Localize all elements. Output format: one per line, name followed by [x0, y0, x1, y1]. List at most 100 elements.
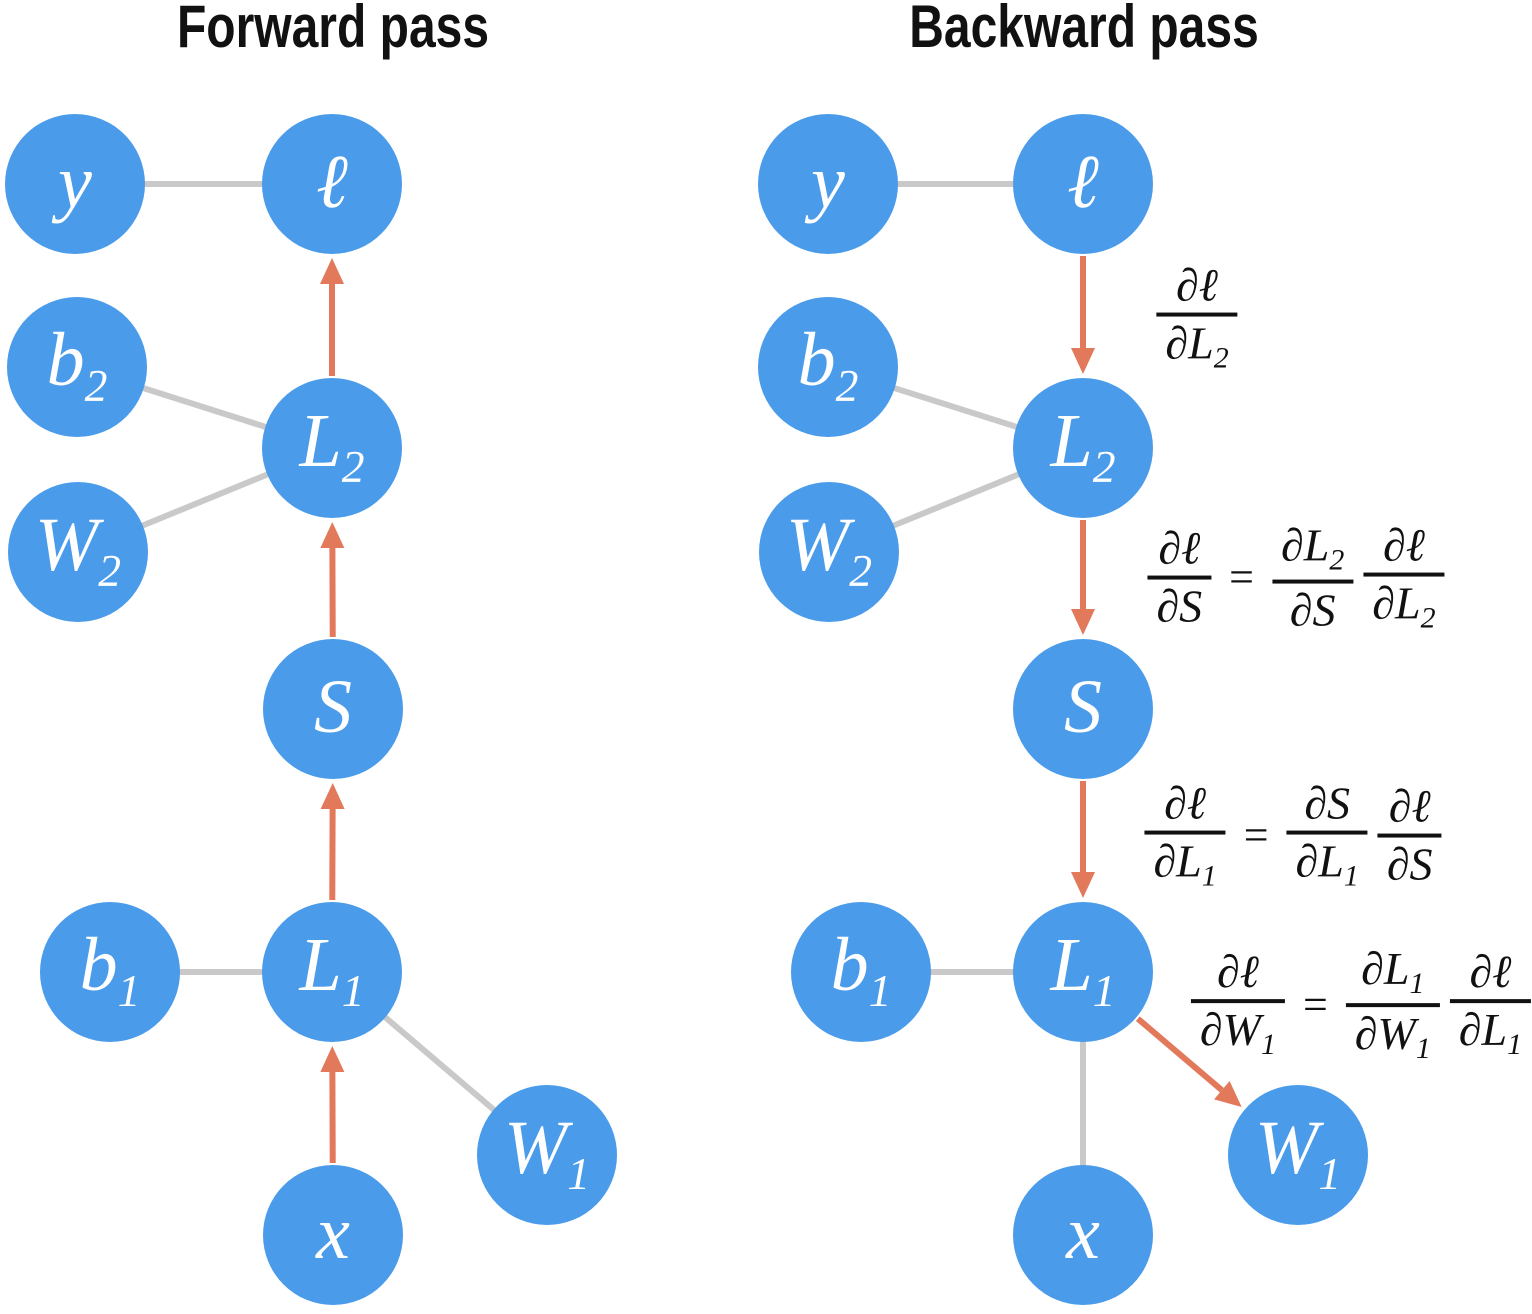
math-term: ∂L: [1361, 943, 1410, 995]
node-label-main: y: [811, 140, 845, 224]
fraction: ∂ℓ∂L1: [1144, 777, 1226, 896]
formula-dl_dL2: ∂ℓ ∂L2: [1156, 259, 1238, 378]
equals-sign: =: [1243, 811, 1269, 860]
equals-sign: =: [1302, 980, 1328, 1029]
node-label: b1: [831, 927, 892, 1014]
fraction-bar: [1363, 572, 1445, 577]
node-forward-x: x: [263, 1165, 403, 1305]
node-backward-b1: b1: [791, 902, 931, 1042]
fraction-numerator: ∂S: [1295, 777, 1359, 831]
node-label: S: [314, 669, 352, 745]
arrowhead-x-L1-forward: [320, 1045, 345, 1073]
math-term: ∂ℓ: [1388, 781, 1431, 832]
node-label: ℓ: [1067, 144, 1099, 220]
equals-sign: =: [1229, 553, 1254, 602]
fraction-numerator: ∂ℓ: [1460, 946, 1520, 1000]
node-label: y: [811, 144, 845, 220]
fraction-denominator: ∂S: [1147, 580, 1211, 634]
fraction-denominator: ∂S: [1378, 838, 1442, 892]
node-label-main: b: [79, 922, 118, 1007]
node-label-main: L: [1050, 398, 1093, 483]
math-term: ∂S: [1386, 839, 1433, 890]
math-term: ∂L: [1295, 835, 1344, 887]
backward-pass-title: Backward pass: [866, 0, 1303, 60]
math-term-subscript: 1: [1415, 1031, 1431, 1065]
fraction-numerator: ∂ℓ: [1149, 522, 1209, 576]
node-label: W2: [35, 507, 121, 594]
formula-dl_dL1: ∂ℓ∂L1=∂S∂L1∂ℓ∂S: [1144, 777, 1442, 896]
node-label-main: L: [1050, 922, 1093, 1007]
math-term-subscript: 1: [1260, 1028, 1276, 1062]
fraction-bar: [1286, 830, 1368, 835]
fraction: ∂ℓ ∂S: [1377, 780, 1442, 892]
node-label-main: W: [785, 502, 850, 587]
arrowhead-L2-S-backward: [1071, 609, 1095, 635]
math-term: ∂W: [1199, 1004, 1261, 1056]
node-forward-S: S: [263, 639, 403, 779]
fraction: ∂ℓ∂L1: [1449, 946, 1532, 1065]
math-term-subscript: 1: [1201, 859, 1217, 893]
node-label-subscript: 2: [1092, 440, 1116, 492]
node-forward-b1: b1: [40, 902, 180, 1042]
math-term: ∂ℓ: [1469, 946, 1512, 998]
math-term-subscript: 2: [1213, 341, 1229, 375]
arrowhead-L1-W1-backward: [1214, 1081, 1242, 1108]
node-backward-y: y: [758, 114, 898, 254]
node-label: x: [1066, 1195, 1100, 1271]
node-backward-L1: L1: [1013, 902, 1153, 1042]
node-label-subscript: 1: [868, 964, 892, 1016]
fraction-denominator: ∂L2: [1156, 317, 1237, 378]
node-label-main: S: [1064, 665, 1102, 749]
fraction-numerator: ∂ℓ: [1380, 780, 1440, 834]
arrowhead-L2-l-forward: [320, 258, 344, 284]
math-term-subscript: 2: [1420, 601, 1436, 635]
fraction: ∂ℓ ∂W1: [1190, 946, 1285, 1065]
fraction: ∂ℓ ∂S: [1147, 522, 1212, 634]
fraction-denominator: ∂L2: [1363, 577, 1444, 638]
fraction-denominator: ∂S: [1281, 583, 1345, 637]
fraction-bar: [1147, 576, 1212, 580]
node-backward-b2: b2: [758, 297, 898, 437]
node-forward-y: y: [5, 114, 145, 254]
fraction-bar: [1345, 1003, 1440, 1007]
node-label-main: b: [797, 317, 836, 402]
node-label-subscript: 2: [849, 544, 873, 596]
node-label: x: [316, 1195, 350, 1271]
math-term: ∂ℓ: [1158, 523, 1201, 574]
backward-pass-title-text: Backward pass: [909, 0, 1259, 60]
fraction: ∂L2∂S: [1272, 519, 1354, 638]
node-backward-W1: W1: [1228, 1085, 1368, 1225]
math-term: ∂L: [1372, 577, 1421, 629]
forward-pass-title-text: Forward pass: [176, 0, 490, 60]
node-label-subscript: 2: [341, 440, 365, 492]
fraction-numerator: ∂ℓ: [1167, 259, 1227, 313]
node-backward-L2: L2: [1013, 378, 1153, 518]
math-term: ∂L: [1458, 1004, 1508, 1056]
node-label-subscript: 1: [1092, 964, 1116, 1016]
fraction-numerator: ∂L2: [1272, 519, 1353, 580]
math-term: ∂ℓ: [1164, 777, 1207, 829]
node-label: W2: [786, 507, 872, 594]
fraction: ∂ℓ ∂L2: [1156, 259, 1238, 378]
forward-pass-title: Forward pass: [138, 0, 528, 60]
node-label-subscript: 1: [341, 964, 365, 1016]
arrowhead-S-L2-forward: [320, 521, 345, 549]
math-term: ∂ℓ: [1176, 259, 1218, 311]
fraction-numerator: ∂ℓ: [1155, 777, 1215, 831]
math-term: ∂L: [1281, 519, 1330, 571]
arrow-L1-W1-backward: [1135, 1016, 1224, 1093]
fraction-bar: [1272, 579, 1354, 584]
node-label-main: b: [830, 922, 869, 1007]
math-term-subscript: 1: [1409, 967, 1425, 1001]
node-label-main: y: [58, 140, 92, 224]
node-label: y: [58, 144, 92, 220]
node-label-main: W: [1254, 1105, 1319, 1190]
math-term: ∂ℓ: [1216, 946, 1259, 998]
node-label-subscript: 1: [567, 1147, 591, 1199]
arrowhead-l-L2-backward: [1071, 348, 1095, 374]
node-label: S: [1064, 669, 1102, 745]
node-label-subscript: 1: [117, 964, 141, 1016]
fraction-denominator: ∂W1: [1191, 1004, 1285, 1065]
fraction-numerator: ∂ℓ: [1208, 946, 1268, 1000]
node-label-main: ℓ: [1067, 140, 1099, 224]
